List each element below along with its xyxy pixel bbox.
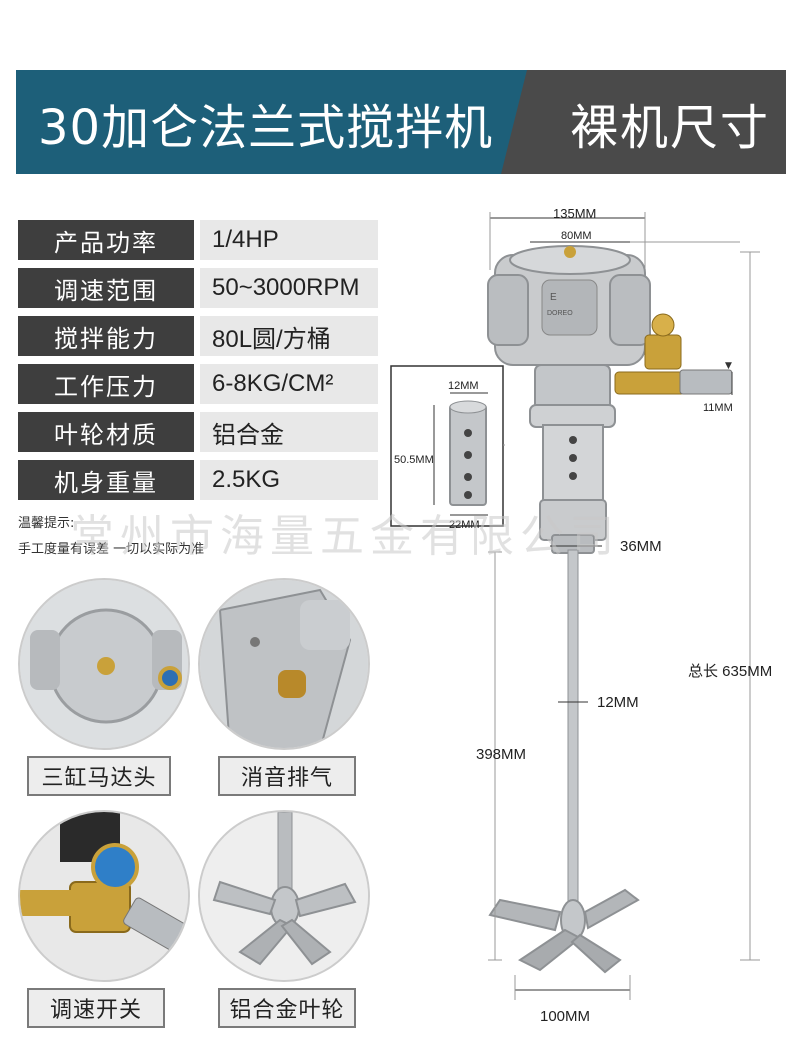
motor-head-image xyxy=(20,580,188,748)
spec-label: 叶轮材质 xyxy=(18,412,194,452)
speed-switch-image xyxy=(20,812,188,980)
spec-value: 1/4HP xyxy=(200,220,378,260)
tip-title: 温馨提示: xyxy=(18,516,75,531)
spec-value: 80L圆/方桶 xyxy=(200,316,378,356)
spec-table: 产品功率 1/4HP 调速范围 50~3000RPM 搅拌能力 80L圆/方桶 … xyxy=(18,220,378,508)
mixer-diagram: E DOREO ▼ xyxy=(487,212,760,1000)
page-subtitle: 裸机尺寸 xyxy=(569,100,770,156)
dim-top-width: 135MM xyxy=(553,206,597,221)
dim-fitting: 11MM xyxy=(703,402,733,414)
svg-text:E: E xyxy=(550,292,557,303)
tip-text: 手工度量有误差 一切以实际为准 xyxy=(18,542,205,557)
page-title: 30加仑法兰式搅拌机 xyxy=(38,100,494,156)
dim-total-length: 总长 635MM xyxy=(688,663,773,680)
detail-photo-muffler xyxy=(198,578,370,750)
detail-photo-impeller xyxy=(198,810,370,982)
dim-coupling-height: 50.5MM xyxy=(394,454,434,466)
spec-label: 调速范围 xyxy=(18,268,194,308)
spec-value: 6-8KG/CM² xyxy=(200,364,378,404)
spec-value: 2.5KG xyxy=(200,460,378,500)
dim-shaft-length: 398MM xyxy=(476,746,527,763)
impeller-image xyxy=(200,812,368,980)
detail-label: 铝合金叶轮 xyxy=(218,988,356,1028)
dim-inner-width: 80MM xyxy=(561,230,592,242)
spec-row: 搅拌能力 80L圆/方桶 xyxy=(18,316,378,356)
watermark: 常州市海量五金有限公司 xyxy=(70,511,620,562)
spec-label: 机身重量 xyxy=(18,460,194,500)
detail-label: 三缸马达头 xyxy=(27,756,171,796)
dim-shaft-diameter: 12MM xyxy=(597,694,639,711)
detail-label: 调速开关 xyxy=(27,988,165,1028)
dim-shaft-collar: 36MM xyxy=(620,538,662,555)
dim-coupling-width: 12MM xyxy=(448,380,479,392)
spec-row: 调速范围 50~3000RPM xyxy=(18,268,378,308)
detail-label: 消音排气 xyxy=(218,756,356,796)
detail-photo-speed-switch xyxy=(18,810,190,982)
spec-label: 工作压力 xyxy=(18,364,194,404)
banner-right-panel xyxy=(536,70,786,174)
spec-row: 工作压力 6-8KG/CM² xyxy=(18,364,378,404)
spec-row: 机身重量 2.5KG xyxy=(18,460,378,500)
dim-impeller-width: 100MM xyxy=(540,1008,591,1025)
spec-row: 产品功率 1/4HP xyxy=(18,220,378,260)
spec-label: 搅拌能力 xyxy=(18,316,194,356)
spec-value: 铝合金 xyxy=(200,412,378,452)
svg-text:▼: ▼ xyxy=(725,361,732,371)
header-banner: 30加仑法兰式搅拌机 裸机尺寸 xyxy=(16,70,786,174)
svg-text:DOREO: DOREO xyxy=(547,310,573,317)
detail-photo-motor-head xyxy=(18,578,190,750)
muffler-image xyxy=(200,580,368,748)
dim-coupling-bottom: 22MM xyxy=(449,519,480,531)
spec-label: 产品功率 xyxy=(18,220,194,260)
coupling-inset xyxy=(390,365,505,527)
spec-value: 50~3000RPM xyxy=(200,268,378,308)
spec-row: 叶轮材质 铝合金 xyxy=(18,412,378,452)
